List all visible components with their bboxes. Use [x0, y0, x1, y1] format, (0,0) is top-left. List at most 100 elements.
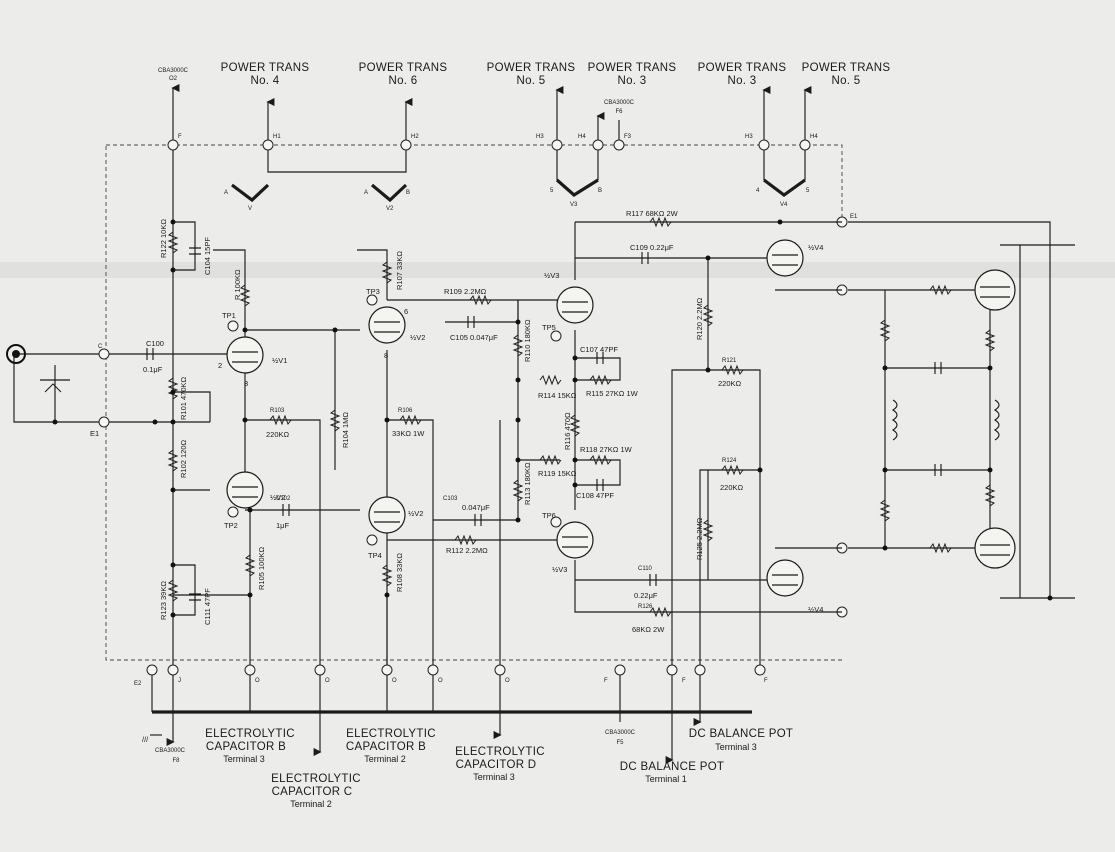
label-c107: C107 47PF [580, 345, 618, 354]
label-r114: R114 15KΩ [538, 391, 577, 400]
label-r103-val: 220KΩ [266, 430, 290, 439]
term-e1: E1 [850, 214, 858, 220]
label-r113: R113 180KΩ [523, 462, 532, 505]
label-v3a: ½V3 [544, 271, 559, 280]
cba-f6-line2: F6 [615, 109, 623, 115]
cba-o2-line2: O2 [169, 76, 178, 82]
power-trans-5b-line1: POWER TRANS [802, 62, 891, 74]
ec-b-t3-line1: ELECTROLYTIC [205, 728, 295, 740]
label-c109: C109 0.22μF [630, 243, 674, 252]
cba-f6-line1: CBA3000C [604, 100, 635, 106]
label-v3b: ½V3 [552, 565, 567, 574]
left-terminals [52, 348, 110, 428]
bterm-j: J [178, 678, 181, 684]
power-trans-5a-line2: No. 5 [517, 75, 546, 87]
label-v2a: ½V2 [270, 493, 285, 502]
cba-o2-line1: CBA3000C [158, 68, 189, 74]
label-pin6: 6 [404, 307, 408, 316]
power-trans-4-line1: POWER TRANS [221, 62, 310, 74]
label-r117: R117 68KΩ 2W [626, 209, 679, 218]
label-c: C [98, 344, 103, 350]
tube-v3-top [556, 286, 594, 324]
inductors [891, 399, 1000, 441]
label-r102: R102 120Ω [179, 439, 188, 478]
label-r122: R122 10KΩ [159, 219, 168, 258]
ec-b-t3-line3: Terminal 3 [223, 754, 265, 764]
heater-4: 4 [756, 188, 760, 194]
label-r124: R124 [722, 458, 737, 464]
heater-5b: 5 [806, 188, 810, 194]
label-v4b: ½V4 [808, 605, 823, 614]
term-f: F [178, 134, 182, 140]
resistors [44, 216, 996, 618]
power-trans-3b-line2: No. 3 [728, 75, 757, 87]
label-v1: ½V1 [272, 356, 287, 365]
label-tp4: TP4 [368, 551, 382, 560]
label-r110: R110 180KΩ [523, 319, 532, 362]
label-v4a: ½V4 [808, 243, 823, 252]
term-h3a: H3 [536, 134, 544, 140]
bterm-f2: F [682, 678, 686, 684]
label-r116: R116 470Ω [563, 412, 572, 450]
dc-pot-t1-line1: DC BALANCE POT [620, 761, 725, 773]
label-r124-val: 220KΩ [720, 483, 744, 492]
tube-v1 [226, 336, 264, 374]
ec-c-t2-line1: ELECTROLYTIC [271, 773, 361, 785]
label-r119: R119 15KΩ [538, 469, 577, 478]
label-r106-val: 33KΩ 1W [392, 429, 425, 438]
dc-pot-t3-line2: Terminal 3 [715, 742, 757, 752]
term-h2: H2 [411, 134, 419, 140]
label-pin2: 2 [218, 361, 222, 370]
tube-v3-bottom [556, 521, 594, 559]
top-connections [171, 83, 812, 145]
board-outline [105, 144, 843, 661]
label-r121: R121 [722, 358, 737, 364]
tube-v4-bottom [766, 559, 804, 597]
input-jack[interactable] [6, 344, 26, 364]
main-wiring [13, 150, 1075, 722]
term-h4b: H4 [810, 134, 818, 140]
label-r112: R112 2.2MΩ [446, 546, 488, 555]
heater-v: V [248, 206, 252, 212]
junction-dots [152, 219, 1053, 618]
heater-a2: A [364, 190, 368, 196]
label-r115: R115 27KΩ 1W [586, 389, 639, 398]
label-tp6: TP6 [542, 511, 556, 520]
label-pin3: 3 [244, 379, 248, 388]
heater-wiring [231, 145, 806, 203]
label-r123: R123 39KΩ [159, 581, 168, 620]
power-trans-6-line1: POWER TRANS [359, 62, 448, 74]
label-tp1: TP1 [222, 311, 236, 320]
term-h3b: H3 [745, 134, 753, 140]
label-r104: R104 1MΩ [341, 412, 350, 448]
ec-d-t3-line1: ELECTROLYTIC [455, 746, 545, 758]
label-v2c: ½V2 [408, 509, 423, 518]
label-v2b: ½V2 [410, 333, 425, 342]
label-e1: E1 [90, 429, 99, 438]
heater-v4: V4 [780, 202, 788, 208]
power-trans-3a-line2: No. 3 [618, 75, 647, 87]
cba-f8-line2: F8 [172, 758, 180, 764]
power-trans-6-line2: No. 6 [389, 75, 418, 87]
label-c111: C111 47PF [203, 588, 212, 625]
label-r105: R105 100KΩ [257, 546, 266, 590]
label-r107: R107 33KΩ [395, 251, 404, 290]
bterm-e2: E2 [134, 681, 142, 687]
bottom-arrows [150, 670, 702, 765]
bterm-o2: O [325, 678, 330, 684]
label-r118: R118 27KΩ 1W [580, 445, 633, 454]
cba-f5-line1: CBA3000C [605, 730, 636, 736]
heater-v2: V2 [386, 206, 394, 212]
label-c105: C105 0.047μF [450, 333, 498, 342]
bterm-f1: F [604, 678, 608, 684]
ec-d-t3-line2: CAPACITOR D [456, 759, 537, 771]
label-r106: R106 [398, 408, 413, 414]
test-points[interactable] [227, 294, 562, 546]
cba-f8-line1: CBA3000C [155, 748, 186, 754]
label-r120: R120 2.2MΩ [695, 297, 704, 340]
power-trans-3b-line1: POWER TRANS [698, 62, 787, 74]
ec-c-t2-line3: Terminal 2 [290, 799, 332, 809]
bterm-o1: O [255, 678, 260, 684]
tubes [226, 239, 1016, 597]
term-h1: H1 [273, 134, 281, 140]
